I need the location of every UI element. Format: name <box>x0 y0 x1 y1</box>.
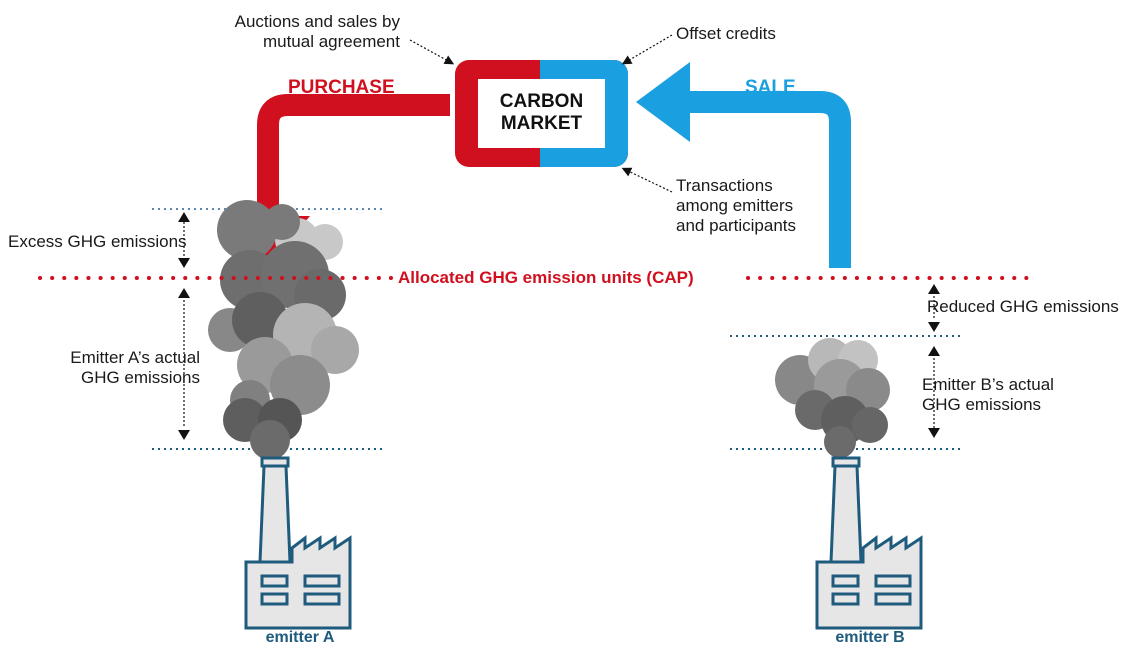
reduced-arrow-up <box>928 284 940 294</box>
actual-b-arrow-down <box>928 428 940 438</box>
carbon-market-box <box>455 60 628 167</box>
emitter-b-smoke <box>775 338 890 458</box>
offset-credits-label: Offset credits <box>676 24 776 43</box>
excess-label: Excess GHG emissions <box>8 232 187 251</box>
auctions-label: Auctions and sales by mutual agreement <box>234 12 400 51</box>
excess-arrow-up <box>178 212 190 222</box>
transactions-label: Transactions among emitters and particip… <box>676 176 797 235</box>
sale-arrowhead <box>636 62 690 142</box>
emitter-a-factory <box>244 456 352 630</box>
auctions-pointer <box>409 39 455 65</box>
actual-a-arrow-down <box>178 430 190 440</box>
reduced-arrow-down <box>928 322 940 332</box>
actual-a-arrow-up <box>178 288 190 298</box>
market-line-1: CARBON <box>499 91 584 112</box>
excess-arrow-down <box>178 258 190 268</box>
sale-label: SALE <box>745 77 796 98</box>
emitter-b-factory <box>815 456 923 630</box>
purchase-arrow <box>257 94 450 218</box>
cap-label: Allocated GHG emission units (CAP) <box>398 268 694 287</box>
emitter-a-label: emitter A <box>265 629 335 646</box>
offset-pointer <box>621 34 673 65</box>
emitter-b-label: emitter B <box>835 629 905 646</box>
purchase-label: PURCHASE <box>288 77 395 98</box>
transactions-pointer <box>621 167 673 193</box>
market-line-2: MARKET <box>500 113 583 134</box>
emitter-a-actual-label: Emitter A’s actual GHG emissions <box>70 348 200 387</box>
emitter-b-actual-label: Emitter B’s actual GHG emissions <box>922 375 1054 414</box>
reduced-label: Reduced GHG emissions <box>927 297 1119 316</box>
sale-arrow <box>690 91 851 268</box>
actual-b-arrow-up <box>928 346 940 356</box>
emitter-a-smoke <box>208 200 359 460</box>
